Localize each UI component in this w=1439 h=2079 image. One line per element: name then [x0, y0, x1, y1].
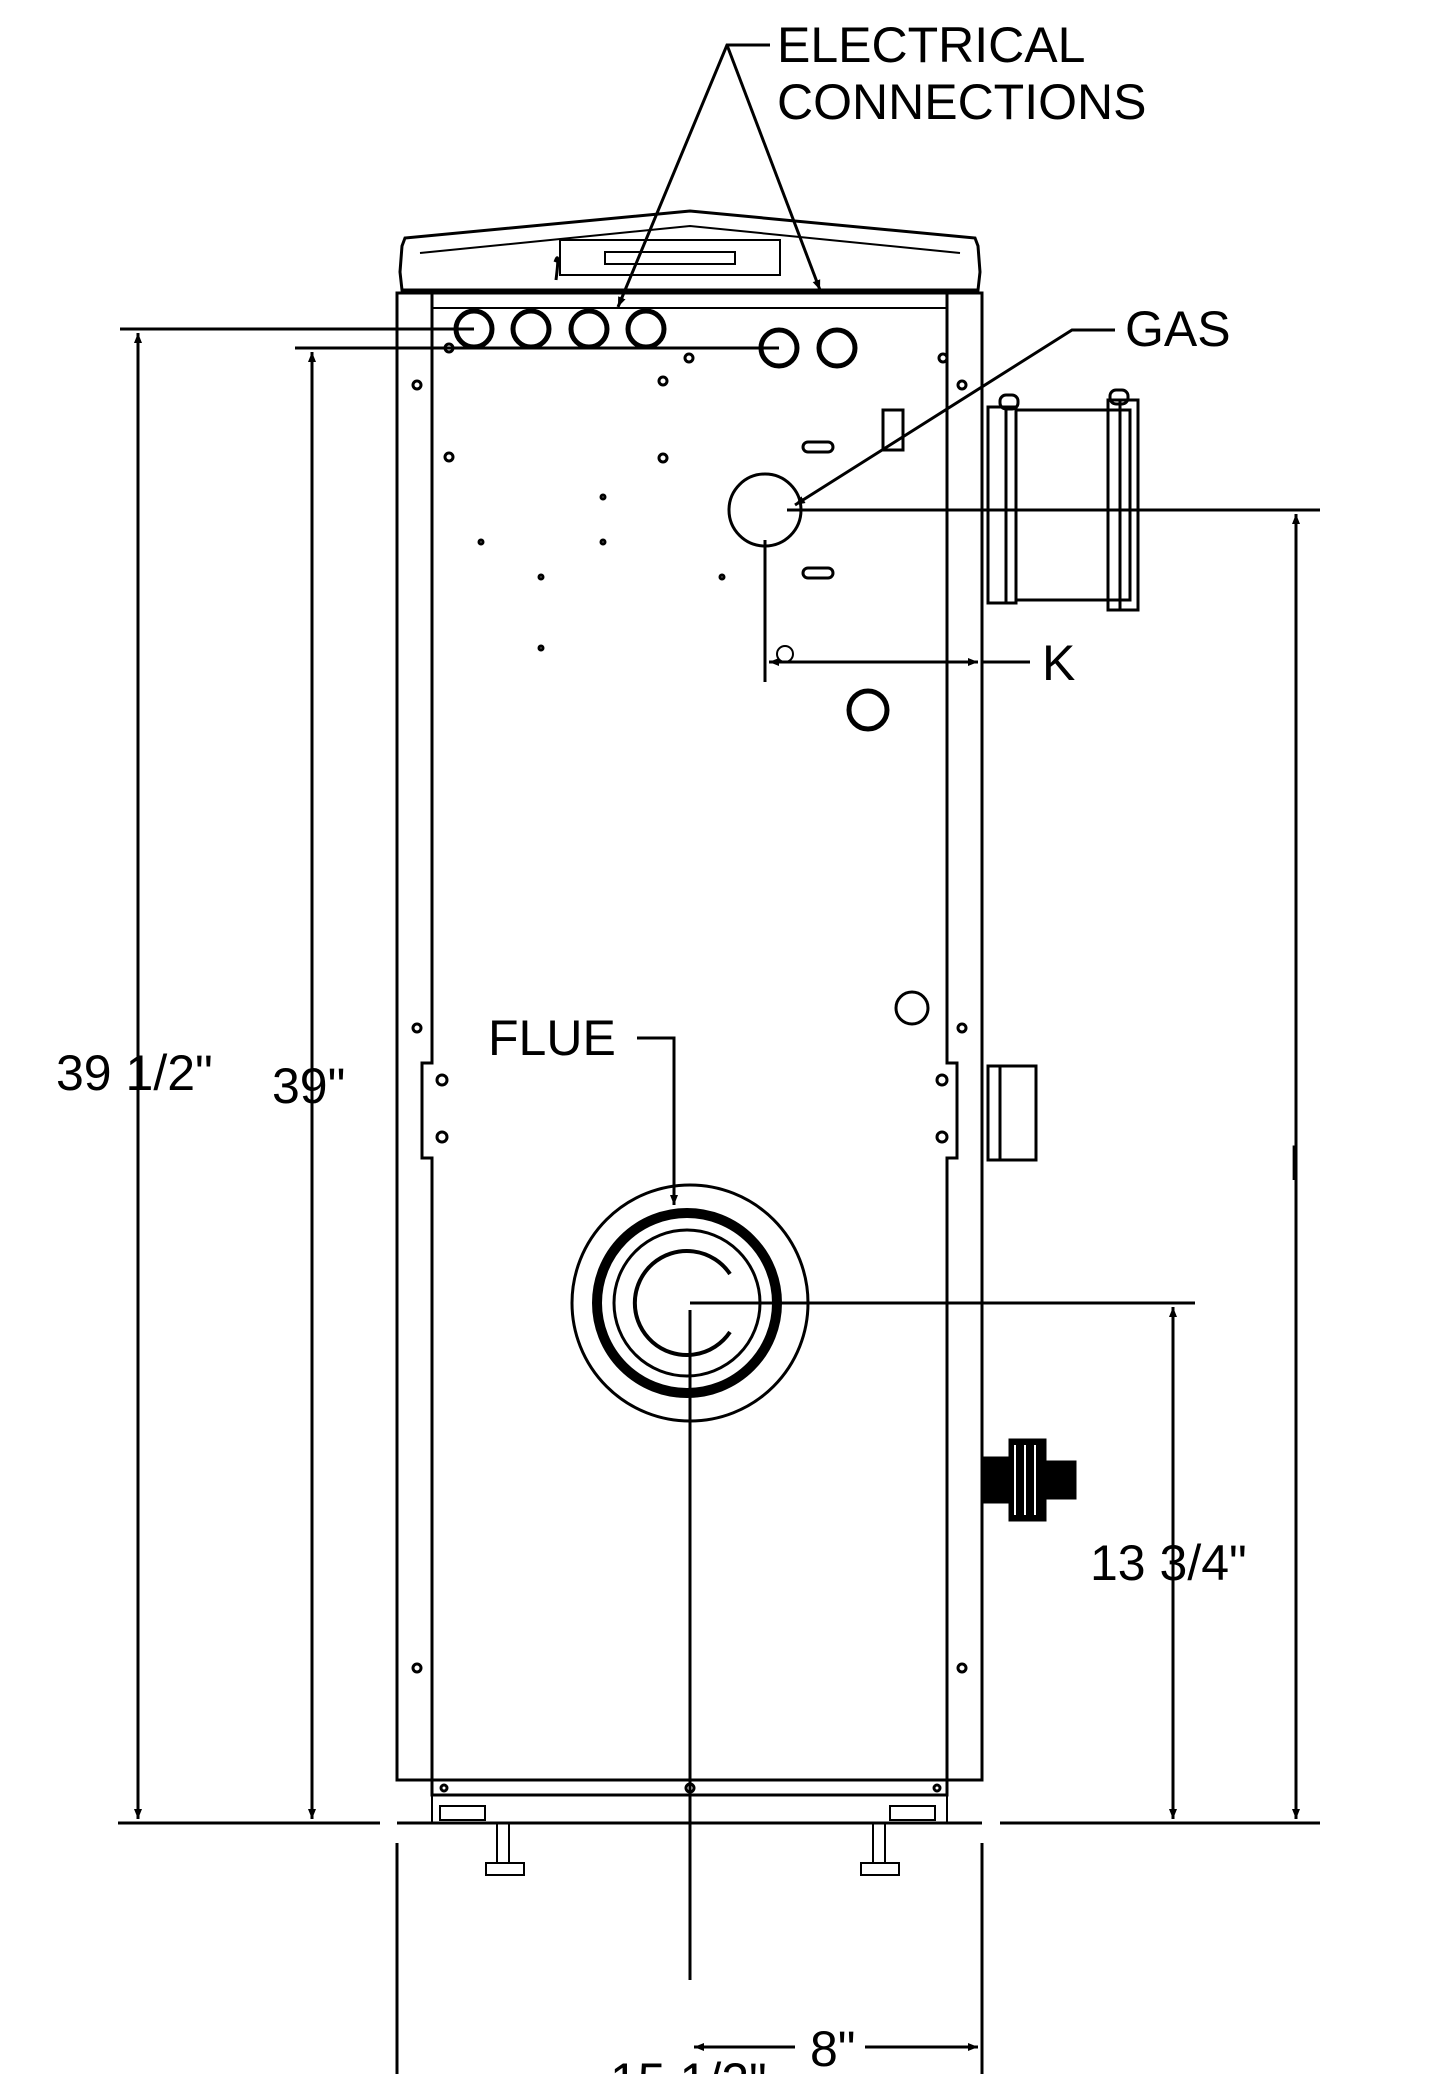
water-outlet-fitting — [986, 388, 1140, 612]
side-fitting — [986, 1064, 1038, 1162]
left-inner-rail — [420, 293, 434, 1780]
electrical-label-line1: ELECTRICAL — [777, 17, 1085, 73]
top-lid — [398, 209, 982, 292]
overall-height-label: 39 1/2" — [56, 1045, 213, 1101]
gas-inlet — [727, 408, 930, 1026]
right-foot-stem — [872, 1822, 886, 1864]
i-dimension-label: I — [1288, 1135, 1302, 1191]
left-foot — [485, 1862, 525, 1876]
screw-holes — [411, 342, 968, 1794]
inner-height-label: 39" — [272, 1058, 345, 1114]
right-foot — [860, 1862, 900, 1876]
union-fitting — [983, 1438, 1077, 1522]
gas-label: GAS — [1125, 301, 1231, 357]
overall-width-label: 15 1/2" — [610, 2053, 767, 2074]
k-dimension-label: K — [1042, 635, 1075, 691]
flue-offset-label: 8" — [810, 2021, 856, 2074]
dimension-lines — [118, 327, 1320, 2079]
flue-label: FLUE — [488, 1010, 616, 1066]
electrical-label-line2: CONNECTIONS — [777, 74, 1146, 130]
right-inner-rail — [945, 293, 959, 1780]
flue-height-label: 13 3/4" — [1090, 1535, 1247, 1591]
left-foot-stem — [496, 1822, 510, 1864]
leader-lines — [616, 43, 1115, 1205]
electrical-knockouts — [453, 308, 858, 369]
